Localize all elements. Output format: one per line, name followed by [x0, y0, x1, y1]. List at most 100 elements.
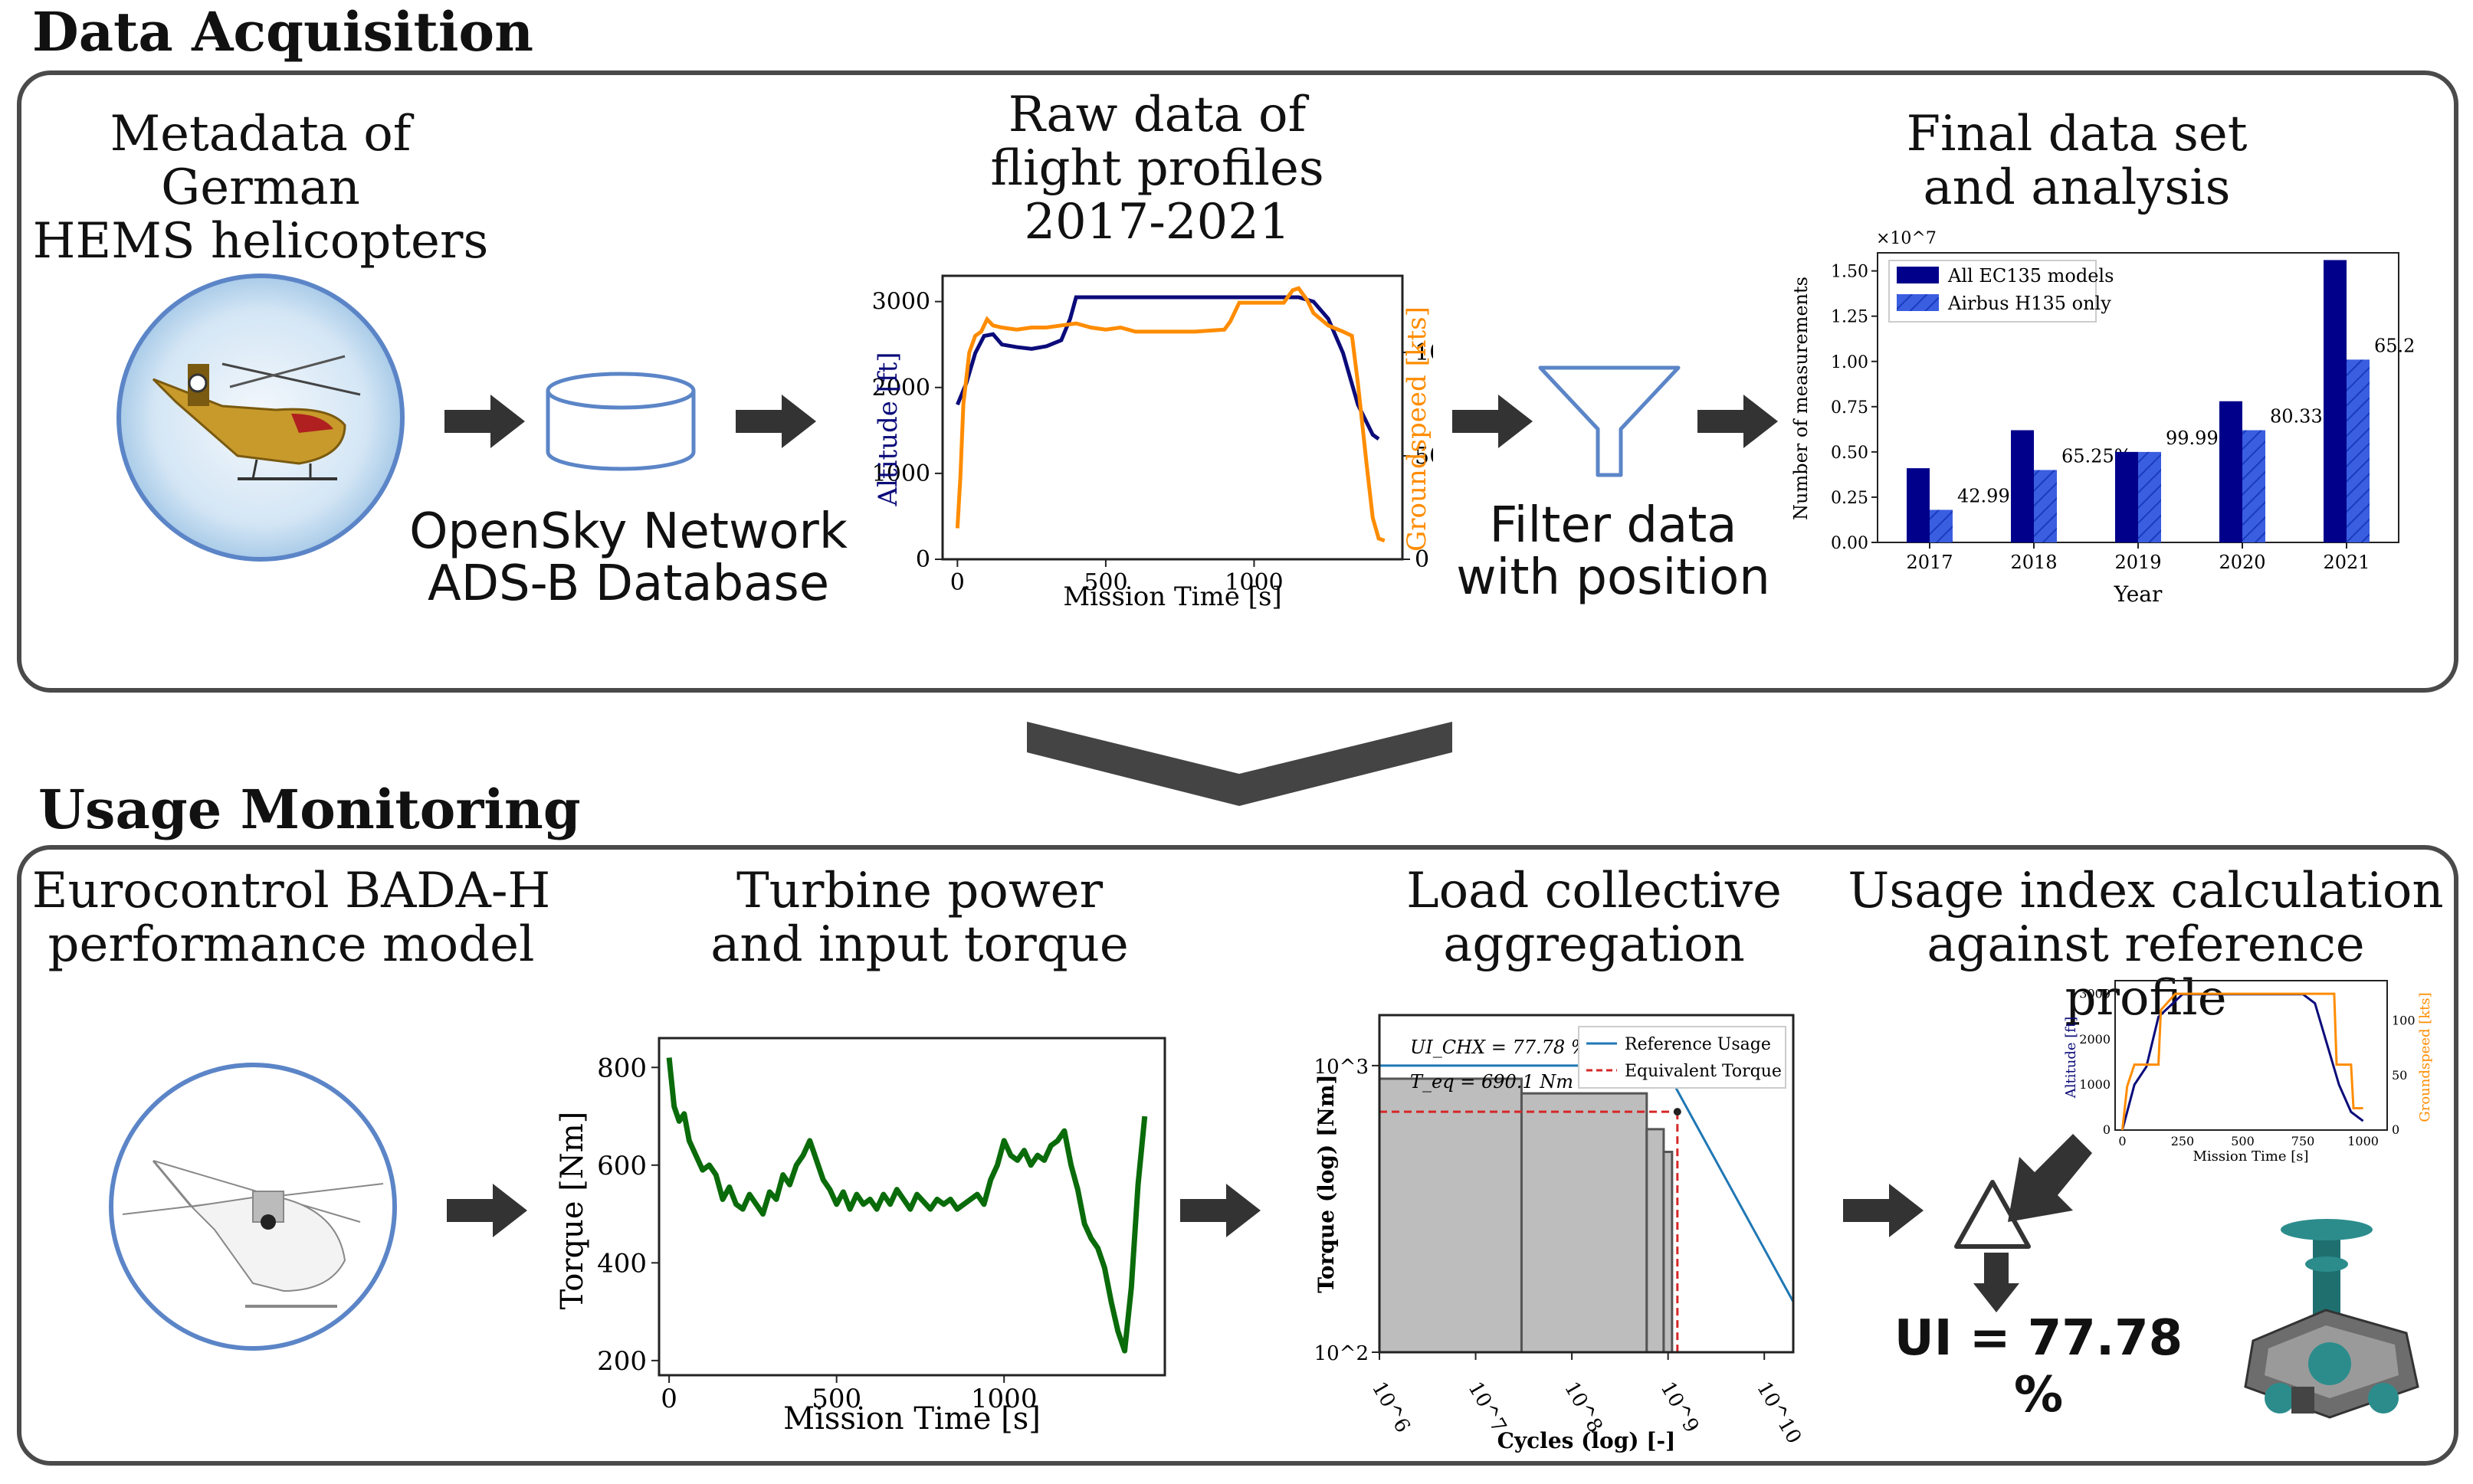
- series-line-right: [2120, 992, 2363, 1131]
- load-label-line1: Load collective: [1406, 863, 1782, 919]
- legend-label-all: All EC135 models: [1947, 265, 2114, 287]
- x-tick-label: 0: [950, 569, 965, 596]
- y2-tick-label: 50: [1415, 443, 1433, 470]
- down-arrow-icon: [1973, 1253, 2019, 1312]
- plot-frame: [2114, 980, 2388, 1131]
- final-label-line2: and analysis: [1923, 159, 2231, 216]
- bar-annotation: 65.24%: [2374, 335, 2414, 356]
- opensky-label-line2: ADS-B Database: [427, 555, 830, 612]
- right-arrow-icon: [1180, 1184, 1261, 1237]
- torque-line: [666, 1057, 1148, 1354]
- x-tick-label: 500: [812, 1384, 861, 1414]
- exponent-label: ×10^7: [1876, 229, 1937, 248]
- diagonal-arrow-icon: [2008, 1134, 2092, 1222]
- bada-label-line2: performance model: [48, 916, 535, 973]
- bar-h135-2017: [1930, 509, 1953, 542]
- y-tick-label: 2000: [872, 375, 930, 401]
- y-tick-label: 400: [597, 1248, 647, 1279]
- y-tick-label: 200: [597, 1346, 647, 1377]
- y-tick-label: 2000: [2079, 1032, 2111, 1047]
- metadata-label: Metadata of German HEMS helicopters: [15, 107, 506, 268]
- load-label: Load collective aggregation: [1349, 864, 1839, 971]
- bar-h135-2019: [2138, 451, 2161, 542]
- hems-helicopter-photo: [116, 274, 405, 562]
- metadata-label-line1: Metadata of German: [110, 106, 412, 216]
- y2-tick-label: 0: [2392, 1122, 2399, 1137]
- x-tick-label: 1000: [1225, 569, 1283, 596]
- x-tick-label: 2019: [2114, 552, 2161, 573]
- x-axis-label: Cycles (log) [-]: [1497, 1428, 1676, 1453]
- y2-axis-label: Groundspeed [kts]: [2417, 992, 2433, 1122]
- y-tick-label: 0: [2103, 1122, 2111, 1137]
- y-axis-label: Number of measurements: [1790, 277, 1812, 520]
- y-axis-label: Altitude [ft]: [873, 352, 904, 507]
- y-tick-label: 1000: [872, 460, 930, 487]
- x-tick-label: 750: [2291, 1134, 2315, 1148]
- load-block: [1378, 1077, 1523, 1354]
- y-tick-label: 0: [916, 546, 930, 573]
- right-arrow-icon: [1452, 395, 1533, 448]
- rawdata-label: Raw data of flight profiles 2017-2021: [897, 88, 1418, 249]
- x-axis-label: Mission Time [s]: [1063, 581, 1281, 612]
- helicopter-icon: [152, 355, 361, 480]
- x-tick-label: 500: [1084, 569, 1127, 596]
- y-axis-label: Torque [Nm]: [555, 1112, 590, 1310]
- y-tick-label: 1000: [2079, 1077, 2111, 1092]
- legend-box: [1578, 1026, 1786, 1089]
- turbine-label-line1: Turbine power: [736, 863, 1104, 919]
- teq-annotation: T_eq = 690.1 Nm: [1410, 1071, 1573, 1093]
- x-tick-label: 0: [661, 1384, 677, 1414]
- ui-calc-label-line1: Usage index calculation: [1848, 863, 2444, 919]
- filter-label-line2: with position: [1456, 549, 1770, 606]
- load-block: [1520, 1092, 1648, 1354]
- x-tick-label: 1000: [2347, 1134, 2379, 1148]
- bar-h135-2018: [2034, 470, 2057, 542]
- x-axis-label: Mission Time [s]: [783, 1401, 1041, 1436]
- x-tick-label: 0: [2118, 1134, 2126, 1148]
- right-arrow-icon: [1697, 395, 1778, 448]
- turbine-label-line2: and input torque: [710, 916, 1129, 973]
- ui-result: UI = 77.78 %: [1894, 1310, 2183, 1423]
- y-tick-label: 0.00: [1831, 534, 1868, 553]
- x-axis-label: Year: [2114, 581, 2163, 607]
- right-arrow-icon: [736, 395, 816, 448]
- legend-label-eq: Equivalent Torque: [1625, 1062, 1782, 1081]
- legend-swatch-all: [1897, 267, 1939, 283]
- y-tick-label: 0.50: [1831, 444, 1868, 463]
- y-tick-label: 800: [597, 1053, 647, 1083]
- measurements-bar-chart: ×10^7 42.99%201765.25%201899.99%201980.3…: [1790, 229, 2414, 607]
- gearbox-model-image: [2244, 1219, 2419, 1419]
- bar-all-2021: [2324, 260, 2347, 542]
- funnel-icon: [1538, 365, 1681, 477]
- series-line-left: [956, 295, 1380, 441]
- y-tick-label: 1.00: [1831, 353, 1868, 372]
- y-tick-label: 3000: [872, 289, 930, 316]
- x-tick-label: 2020: [2219, 552, 2265, 573]
- right-arrow-icon: [1843, 1184, 1924, 1237]
- down-chevron-icon: [1027, 722, 1452, 806]
- opensky-label-line1: OpenSky Network: [409, 503, 848, 560]
- bar-all-2018: [2011, 430, 2034, 542]
- x-tick-label: 2017: [1906, 552, 1953, 573]
- y-tick-label: 10^3: [1314, 1056, 1369, 1079]
- plot-frame: [658, 1037, 1166, 1377]
- legend-label-ref: Reference Usage: [1625, 1035, 1771, 1054]
- database-cylinder-icon: [546, 372, 696, 471]
- bar-all-2017: [1907, 468, 1930, 542]
- load-label-line2: aggregation: [1443, 916, 1745, 973]
- flight-profile-chart: 0 500 1000 0 1000 2000 3000 0 50 100 Altitude [ft…: [872, 274, 1433, 612]
- load-block: [1645, 1128, 1665, 1354]
- y2-tick-label: 0: [1415, 546, 1429, 573]
- legend-swatch-h135: [1897, 294, 1939, 311]
- y2-tick-label: 100: [1415, 339, 1433, 366]
- y2-tick-label: 50: [2392, 1068, 2407, 1083]
- y-tick-label: 1.50: [1831, 263, 1868, 282]
- series-line-right: [955, 286, 1386, 543]
- filter-label: Filter data with position: [1425, 500, 1801, 604]
- bar-all-2020: [2219, 401, 2242, 542]
- y-tick-label: 1.25: [1831, 308, 1868, 327]
- y-axis-label: Altitude [ft]: [2063, 1017, 2079, 1099]
- bar-h135-2020: [2242, 430, 2265, 542]
- delta-triangle-icon: [1954, 1180, 2031, 1249]
